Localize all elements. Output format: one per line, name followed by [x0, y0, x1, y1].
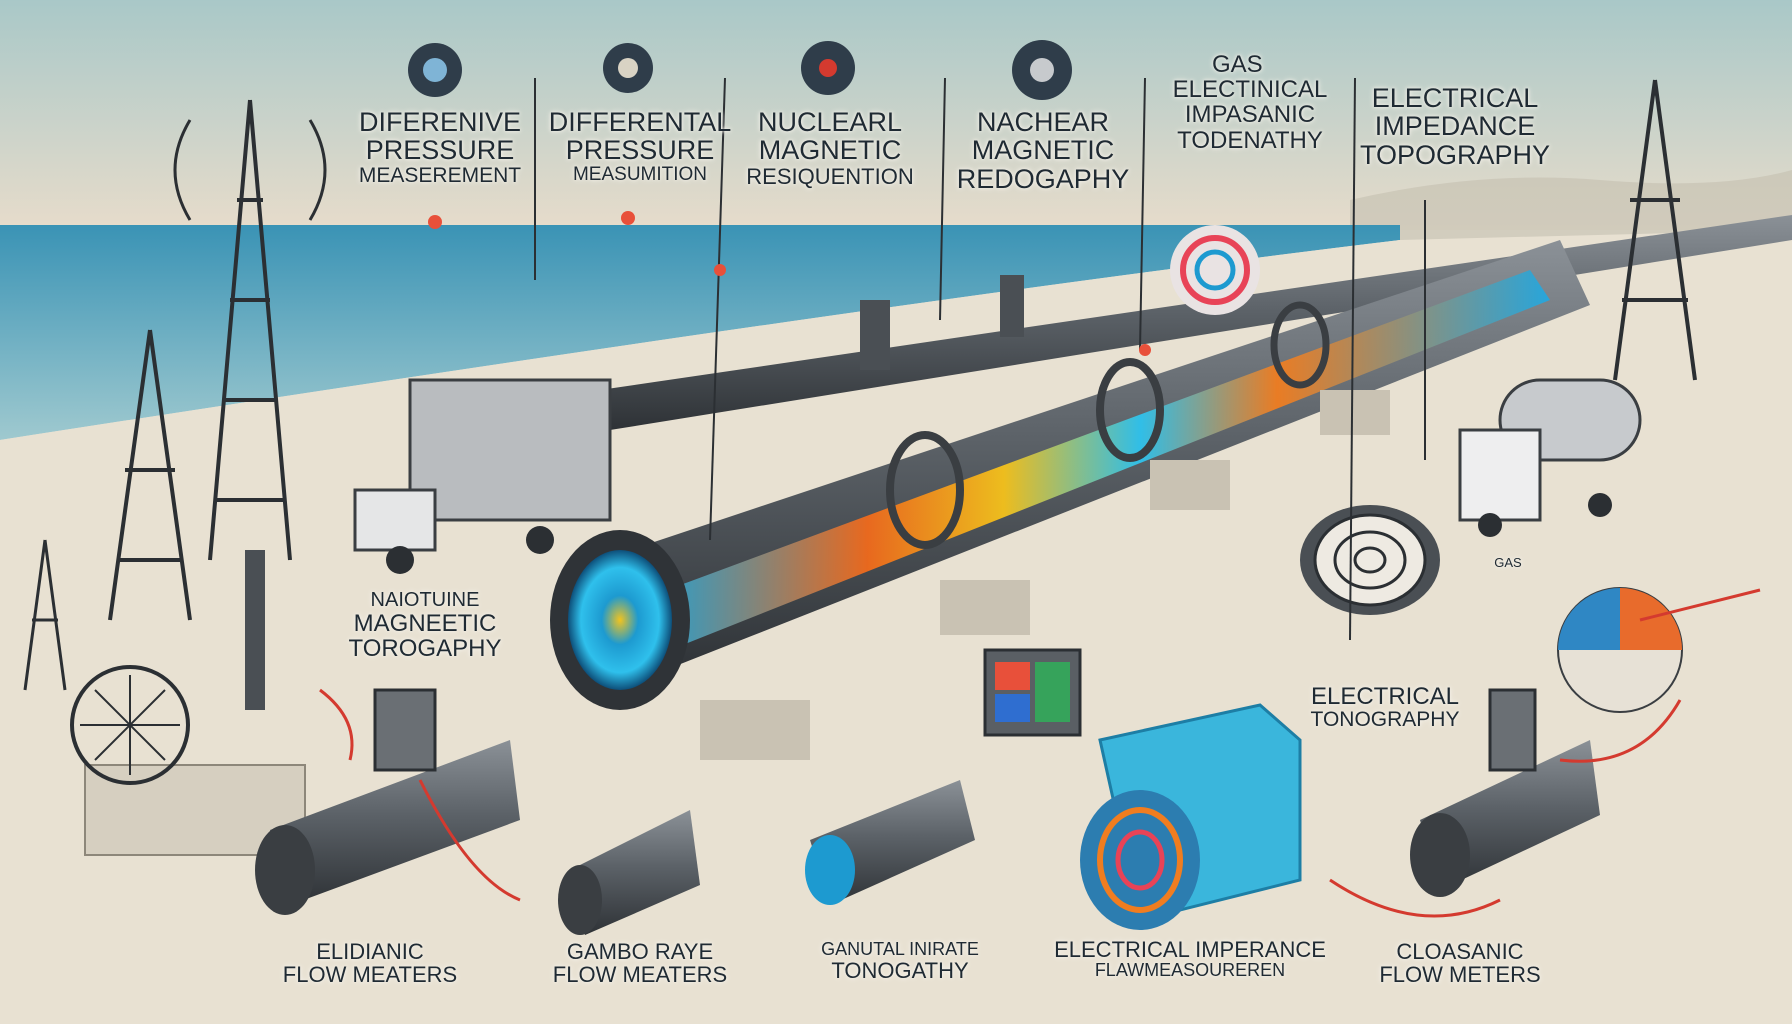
tanker-truck-right: [1458, 378, 1642, 537]
label-differential-pressure-1: DIFERENIVE PRESSURE MEASEREMENT: [358, 107, 522, 187]
transmission-tower-far-left: [23, 539, 67, 691]
label-electromagnetic-flow-meters: ELIDIANIC FLOW MEATERS: [282, 939, 458, 988]
color-gauge: [1557, 587, 1683, 713]
main-pipeline: [550, 240, 1590, 760]
concentric-drum: [1300, 505, 1440, 615]
label-electrical-impedance-flow: ELECTRICAL IMPERANCE FLAWMEASOUREREN: [1054, 937, 1326, 981]
label-gamma-ray-flow-meters: GAMBO RAYE FLOW MEATERS: [552, 939, 728, 988]
label-electrical-tonography: ELECTRICAL TONOGRAPHY: [1310, 683, 1460, 732]
label-gas-electrical-impedance: GAS ELECTINICAL IMPASANIC TODENATHY: [1172, 51, 1328, 154]
monitor-box: [983, 648, 1082, 737]
transmission-tower-mid: [108, 329, 192, 621]
label-gas-tag: GAS: [1494, 555, 1522, 570]
wires: [319, 588, 1761, 918]
medallion-icon-4: [1012, 40, 1072, 100]
label-differential-pressure-2: DIFFERENTAL PRESSURE MEASUMITION: [548, 107, 732, 185]
label-nuclear-magnetic-1: NUCLEARL MAGNETIC RESIQUENTION: [746, 107, 914, 189]
transmission-tower-right: [1613, 79, 1697, 381]
valve-meter-left: [255, 688, 520, 915]
ultrasonic-meter-right: [1410, 688, 1600, 897]
transmission-tower-left: [173, 99, 327, 561]
leader-lines: [534, 77, 1426, 641]
label-electrical-impedance-topography: ELECTRICAL IMPEDANCE TOPOGRAPHY: [1360, 83, 1551, 170]
medallion-icon-1: [408, 43, 462, 97]
label-gamma-tomography: GANUTAL INIRATE TONOGATHY: [821, 939, 979, 983]
label-magnetic-topography: NAIOTUINE MAGNEETIC TOROGAPHY: [348, 589, 502, 663]
truck-left: [353, 378, 612, 574]
distant-hills: [1350, 170, 1792, 240]
medallion-icon-3: [801, 41, 855, 95]
tomography-cylinder: [805, 780, 975, 905]
label-ultrasonic-flow-meters: CLOASANIC FLOW METERS: [1379, 939, 1541, 988]
medallion-icon-2: [603, 43, 653, 93]
gamma-meter: [558, 810, 700, 935]
impedance-disc: [1170, 225, 1260, 315]
sensor-markers: [428, 211, 1151, 356]
impedance-block: [1080, 703, 1302, 930]
label-nuclear-magnetic-2: NACHEAR MAGNETIC REDOGAPHY: [956, 107, 1130, 194]
sea: [0, 225, 1400, 440]
